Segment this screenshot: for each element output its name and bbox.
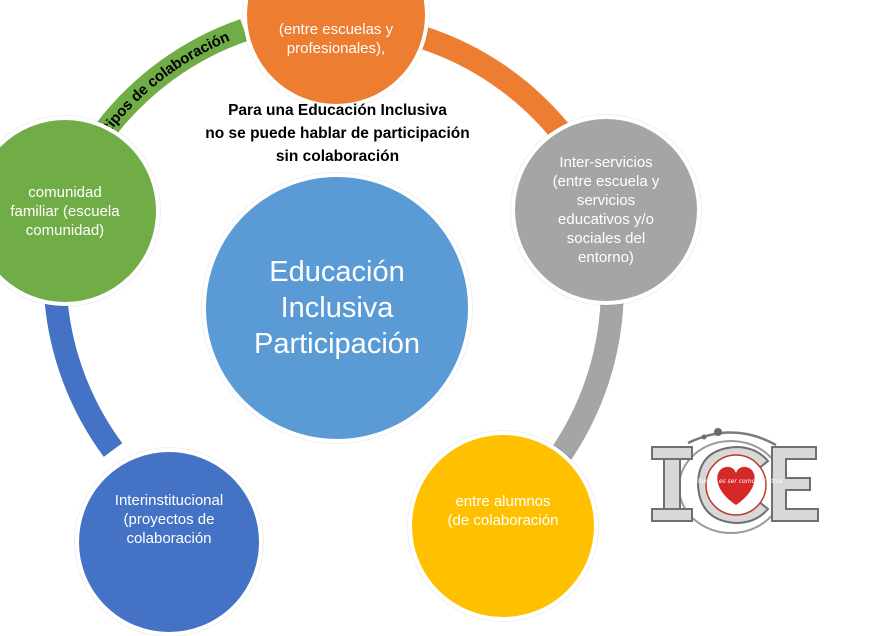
ice-logo: incluir no es ser como los otros	[651, 428, 819, 534]
connector-arc-gray	[547, 301, 624, 467]
badge-text: incluir no es ser como los otros	[689, 478, 783, 485]
node-inter-servicios-label: Inter-servicios (entre escuela y servici…	[552, 154, 660, 266]
connector-arc-green	[94, 19, 248, 139]
connector-arc-blue	[44, 298, 123, 457]
node-comunidad-familiar: comunidad familiar (escuela comunidad)	[0, 116, 160, 306]
center-node: Educación Inclusiva Participación	[202, 173, 472, 443]
node-interinstitucional-label: Interinstitucional (proyectos de colabor…	[114, 491, 224, 547]
node-entre-alumnos: entre alumnos (de colaboración	[408, 431, 598, 621]
connector-arc-orange	[420, 27, 568, 138]
center-node-label: Educación Inclusiva Participación	[253, 256, 421, 360]
node-entre-alumnos-label: entre alumnos (de colaboración	[447, 493, 559, 529]
connector-ring: tipos de colaboración	[44, 19, 624, 467]
node-comunidad-familiar-label: comunidad familiar (escuela comunidad)	[10, 183, 120, 239]
node-inter-servicios: Inter-servicios (entre escuela y servici…	[511, 115, 701, 305]
node-interinstitucional: Interinstitucional (proyectos de colabor…	[75, 448, 263, 636]
heart-badge-icon: incluir no es ser como los otros	[689, 454, 783, 516]
diagram-caption: Para una Educación Inclusiva no se puede…	[205, 102, 470, 165]
node-entre-escuelas-label: (entre escuelas y profesionales),	[278, 21, 394, 57]
